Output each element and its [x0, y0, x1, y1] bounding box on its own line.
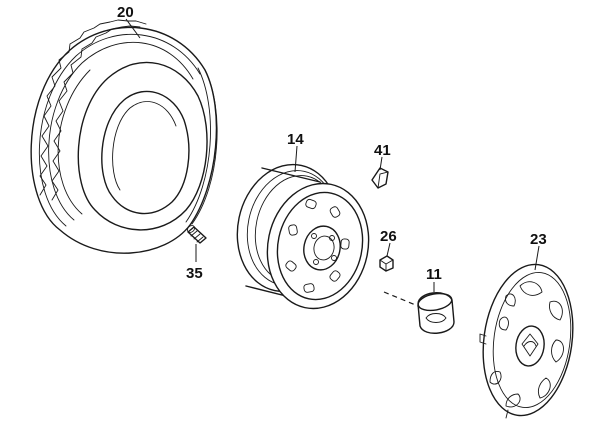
wheel-rim	[236, 163, 370, 310]
callout-wheel-rim: 14	[287, 131, 304, 148]
callout-wheel-nut: 26	[380, 228, 397, 245]
hubcap	[479, 263, 574, 419]
valve-clip	[371, 167, 389, 189]
center-cap	[417, 292, 455, 334]
callout-hubcap: 23	[530, 231, 547, 248]
rim-vent-holes	[285, 198, 350, 293]
tire	[30, 19, 218, 254]
callout-valve-stem: 35	[186, 265, 203, 282]
callout-labels: 20 14 41 26 35 11 23	[117, 4, 547, 283]
callout-center-cap: 11	[426, 266, 442, 283]
valve-stem	[186, 225, 207, 244]
callout-valve-clip: 41	[374, 142, 391, 159]
leader-lines	[125, 18, 540, 307]
callout-tire: 20	[117, 4, 134, 21]
wheel-nut	[379, 255, 394, 272]
